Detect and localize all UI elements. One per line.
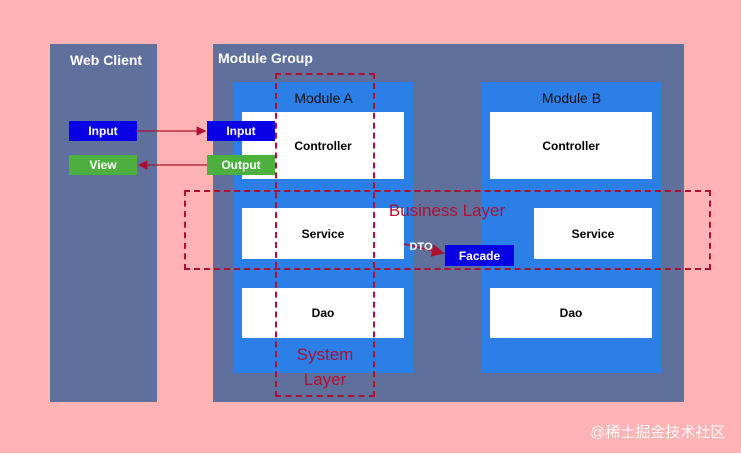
module-a-input-tag: Input [207, 121, 275, 141]
business-layer-label: Business Layer [388, 201, 506, 220]
client-input-tag: Input [69, 121, 137, 141]
watermark: @稀土掘金技术社区 [590, 424, 726, 441]
system-layer-label-line2: Layer [303, 370, 347, 389]
web-client-title: Web Client [70, 52, 143, 68]
module-b-controller: Controller [490, 112, 652, 179]
client-view-tag: View [69, 155, 137, 175]
module-group-title: Module Group [218, 50, 313, 66]
module-b-service: Service [534, 208, 652, 259]
facade-tag: Facade [445, 245, 514, 266]
module-b-dao: Dao [490, 288, 652, 338]
module-a-service: Service [242, 208, 404, 259]
system-layer-boundary [275, 73, 375, 397]
module-a-dao: Dao [242, 288, 404, 338]
module-a-title: Module A [294, 90, 353, 106]
module-a-output-tag: Output [207, 155, 275, 175]
dto-label: DTO [409, 241, 433, 253]
module-b-title: Module B [541, 90, 602, 106]
system-layer-label-line1: System [296, 345, 354, 364]
business-layer-boundary [184, 190, 711, 270]
web-client-panel: Web Client [50, 44, 157, 402]
